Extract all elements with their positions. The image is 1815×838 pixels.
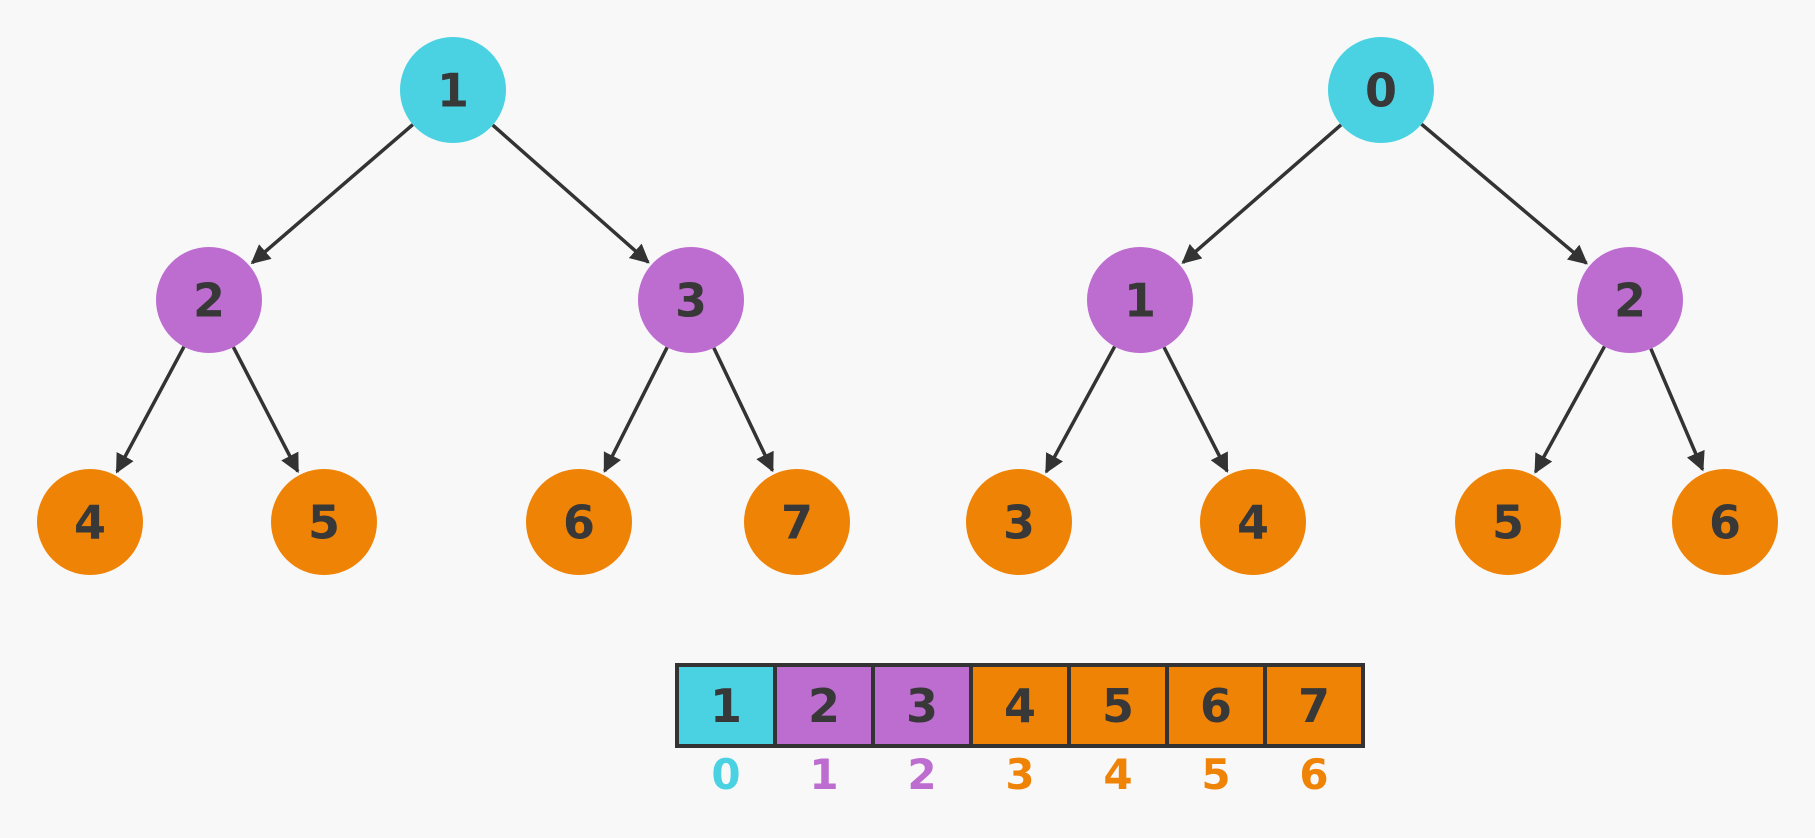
tree-node-circle — [1577, 247, 1683, 353]
array-cell — [773, 663, 875, 748]
tree-node-1: 1 — [1087, 247, 1193, 353]
array-index-label: 5 — [1201, 750, 1230, 799]
tree-node-circle — [156, 247, 262, 353]
tree-node-2: 2 — [1577, 247, 1683, 353]
tree-edge-arrow — [1044, 345, 1117, 474]
tree-node-label: 7 — [781, 496, 813, 550]
array-index-label: 4 — [1103, 750, 1132, 799]
tree-node-label: 5 — [308, 496, 340, 550]
array-index-label: 0 — [711, 750, 740, 799]
array-cell — [675, 663, 777, 748]
tree-node-label: 1 — [437, 64, 469, 118]
tree-node-label: 6 — [1709, 496, 1741, 550]
tree-edge-arrow — [1649, 348, 1705, 472]
tree-node-label: 2 — [1614, 274, 1646, 328]
tree-node-2: 2 — [156, 247, 262, 353]
array-cell-value: 7 — [1298, 679, 1330, 733]
tree-node-5: 5 — [271, 469, 377, 575]
tree-node-label: 3 — [675, 274, 707, 328]
tree-edge-arrow — [115, 345, 186, 474]
tree-node-4: 4 — [37, 469, 143, 575]
array-cell-value: 6 — [1200, 679, 1232, 733]
array-representation: 1 2 3 4 5 6 7 0 1 2 3 4 5 6 — [675, 663, 1365, 799]
tree-edge-arrow — [1533, 345, 1607, 474]
tree-node-label: 0 — [1365, 64, 1397, 118]
tree-node-circle — [1200, 469, 1306, 575]
tree-edge-arrow — [1420, 122, 1588, 265]
tree-edge-arrow — [712, 347, 775, 473]
tree-node-6: 6 — [1672, 469, 1778, 575]
tree-node-0: 0 — [1328, 37, 1434, 143]
tree-node-circle — [400, 37, 506, 143]
tree-edge-arrow — [1181, 123, 1343, 264]
tree-node-circle — [966, 469, 1072, 575]
tree-node-label: 1 — [1124, 274, 1156, 328]
array-cell-value: 2 — [808, 679, 840, 733]
array-index-label: 1 — [809, 750, 838, 799]
tree-node-circle — [1672, 469, 1778, 575]
tree-node-label: 5 — [1492, 496, 1524, 550]
array-cell — [1263, 663, 1365, 748]
tree-node-7: 7 — [744, 469, 850, 575]
tree-edge-arrow — [491, 123, 650, 264]
array-cell — [871, 663, 973, 748]
tree-node-circle — [1328, 37, 1434, 143]
tree-edge-arrow — [1162, 346, 1229, 473]
tree-node-label: 4 — [1237, 496, 1269, 550]
tree-node-3: 3 — [966, 469, 1072, 575]
array-cell — [969, 663, 1071, 748]
tree-node-circle — [1455, 469, 1561, 575]
tree-node-4: 4 — [1200, 469, 1306, 575]
array-index-label: 2 — [907, 750, 936, 799]
tree-node-label: 2 — [193, 274, 225, 328]
tree-node-circle — [1087, 247, 1193, 353]
tree-node-5: 5 — [1455, 469, 1561, 575]
tree-node-6: 6 — [526, 469, 632, 575]
array-cell — [1165, 663, 1267, 748]
array-cell-value: 4 — [1004, 679, 1036, 733]
tree-node-1: 1 — [400, 37, 506, 143]
tree-node-label: 4 — [74, 496, 106, 550]
tree-node-circle — [526, 469, 632, 575]
tree-node-circle — [37, 469, 143, 575]
array-index-label: 6 — [1299, 750, 1328, 799]
array-index-label: 3 — [1005, 750, 1034, 799]
array-cell-value: 5 — [1102, 679, 1134, 733]
array-cell-value: 1 — [710, 679, 742, 733]
tree-node-circle — [638, 247, 744, 353]
tree-node-3: 3 — [638, 247, 744, 353]
right-tree-zero-based-labels: 0 1 2 3 4 5 6 — [966, 37, 1778, 575]
tree-node-label: 3 — [1003, 496, 1035, 550]
array-cell — [1067, 663, 1169, 748]
tree-node-circle — [744, 469, 850, 575]
tree-node-label: 6 — [563, 496, 595, 550]
left-tree-one-based-labels: 1 2 3 4 5 6 7 — [37, 37, 850, 575]
array-cell-value: 3 — [906, 679, 938, 733]
tree-edge-arrow — [250, 123, 414, 265]
tree-edge-arrow — [603, 346, 669, 473]
tree-node-circle — [271, 469, 377, 575]
tree-edge-arrow — [231, 346, 300, 474]
